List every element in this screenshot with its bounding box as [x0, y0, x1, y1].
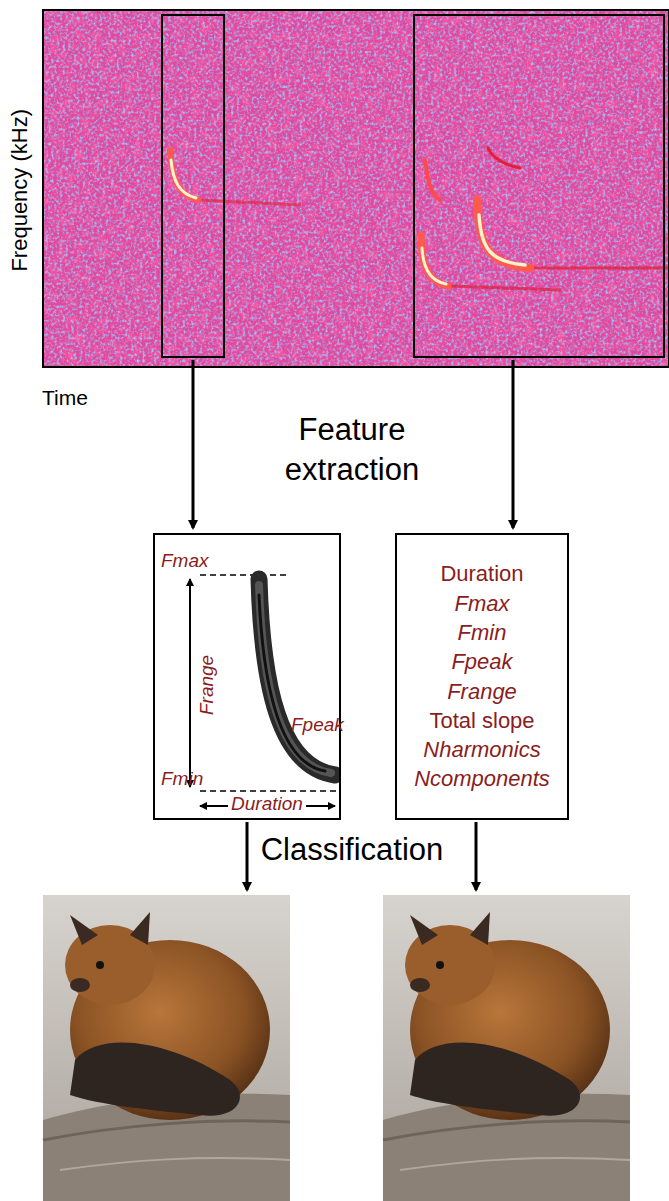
- feature-sketch-box: FmaxFmin FrangeFpeakDuration: [153, 533, 341, 820]
- feature-label: Fpeak: [291, 714, 344, 736]
- feature-label: Duration: [228, 793, 306, 815]
- feature-label: Fmin: [161, 768, 203, 790]
- feature-list-box: DurationFmaxFminFpeakFrangeTotal slopeNh…: [395, 533, 569, 820]
- feature-name: Frange: [447, 679, 517, 704]
- axis-label: Frequency (kHz): [6, 109, 35, 272]
- feature-name: Fmin: [458, 620, 507, 645]
- feature-name: Ncomponents: [414, 766, 550, 791]
- feature-name: Duration: [440, 561, 523, 586]
- feature-name: Nharmonics: [423, 737, 540, 762]
- feature-name: Fmax: [455, 591, 510, 616]
- axis-label: Time: [42, 384, 88, 411]
- feature-label: Fmax: [161, 550, 209, 572]
- stage-label: Feature extraction: [232, 410, 472, 491]
- feature-name: Total slope: [429, 708, 534, 733]
- stage-label: Classification: [261, 830, 444, 870]
- feature-label: Frange: [196, 653, 218, 717]
- feature-name: Fpeak: [451, 649, 512, 674]
